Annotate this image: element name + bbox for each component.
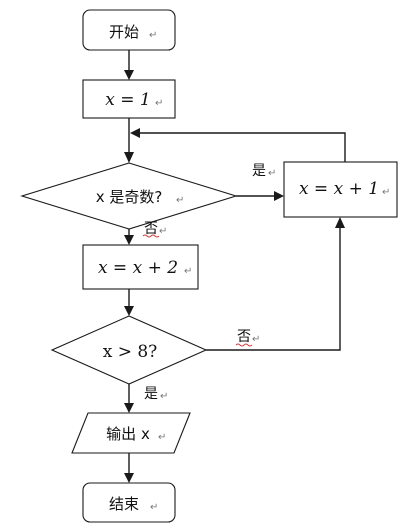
init-node <box>82 79 176 119</box>
edge-gt-no-label: 否 <box>237 329 251 345</box>
paragraph-mark: ↵ <box>159 226 167 237</box>
output-node <box>71 412 191 454</box>
paragraph-mark: ↵ <box>176 195 184 206</box>
paragraph-mark: ↵ <box>149 30 157 41</box>
edge-odd-yes-label: 是 <box>252 163 266 179</box>
arrowhead <box>124 403 134 413</box>
arrowhead <box>124 235 134 245</box>
increment-two-label: x = x + 2 <box>98 258 178 278</box>
increment-one-label: x = x + 1 <box>299 179 379 199</box>
end-node <box>82 482 176 523</box>
edge-odd-no-label: 否 <box>144 221 158 237</box>
arrowhead <box>335 217 345 228</box>
cond-gt-label: x > 8? <box>103 342 158 362</box>
paragraph-mark: ↵ <box>150 502 158 513</box>
start-label: 开始 <box>109 23 139 41</box>
edge-gt-no <box>206 227 341 351</box>
spellcheck-underline <box>235 343 253 347</box>
paragraph-mark: ↵ <box>184 266 192 277</box>
paragraph-mark: ↵ <box>155 98 163 109</box>
paragraph-mark: ↵ <box>158 432 166 443</box>
init-label: x = 1 <box>105 90 150 110</box>
increment-one-node <box>283 161 398 218</box>
increment-two-node <box>82 244 199 290</box>
edge-loop-back <box>140 132 346 162</box>
spellcheck-underline <box>142 234 160 238</box>
output-label: 输出 x <box>106 425 150 443</box>
paragraph-mark: ↵ <box>160 391 168 402</box>
arrowhead <box>124 306 134 316</box>
paragraph-mark: ↵ <box>382 187 390 198</box>
paragraph-mark: ↵ <box>268 168 276 179</box>
paragraph-mark: ↵ <box>252 334 260 345</box>
arrowhead <box>274 191 284 201</box>
edge-gt-yes-label: 是 <box>144 386 158 402</box>
end-label: 结束 <box>109 495 139 513</box>
arrowhead <box>124 70 134 80</box>
cond-odd-label: x 是奇数? <box>96 188 163 206</box>
arrowhead <box>124 152 134 163</box>
arrowhead <box>130 128 140 138</box>
arrowhead <box>124 473 134 483</box>
